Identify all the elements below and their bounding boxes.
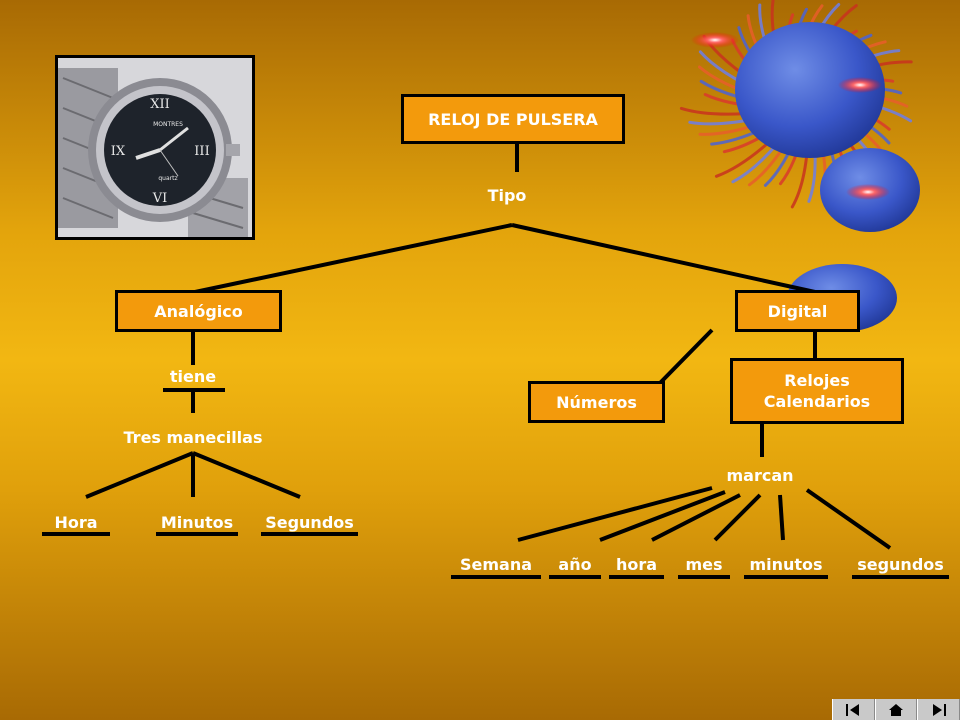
title-box: RELOJ DE PULSERA [401,94,625,144]
title-text: RELOJ DE PULSERA [428,109,598,129]
leaf-semana: Semana [459,555,533,574]
leaf-minutos: Minutos [160,513,234,532]
analogico-label: Analógico [154,301,243,321]
leaf-hora: Hora [54,513,98,532]
tipo-label: Tipo [487,186,527,205]
burst-globe-main [735,22,885,158]
tres-manecillas-label: Tres manecillas [123,428,263,447]
leaf-mes: mes [685,555,723,574]
leaf-minutos-digital: minutos [749,555,823,574]
numeros-label: Números [556,392,637,412]
svg-text:III: III [194,144,209,159]
watch-brand-text: MONTRES [153,121,183,128]
leaf-segundos: Segundos [265,513,354,532]
numeros-box: Números [528,381,665,423]
svg-text:XII: XII [150,97,170,112]
leaf-segundos-digital: segundos [857,555,944,574]
wristwatch-photo: XII III VI IX MONTRES quartz [55,55,255,240]
marcan-label: marcan [726,466,794,485]
analogico-box: Analógico [115,290,282,332]
digital-label: Digital [767,301,828,321]
leaf-ano: año [558,555,592,574]
svg-text:VI: VI [152,191,168,206]
relojes-calendarios-box: Relojes Calendarios [730,358,904,424]
skip-forward-icon[interactable] [917,699,960,720]
slide-navigation [832,699,960,720]
leaf-hora-digital: hora [615,555,658,574]
svg-text:IX: IX [111,144,126,159]
relojes-calendarios-label: Relojes Calendarios [763,371,871,411]
watch-sub-text: quartz [158,175,177,182]
home-icon[interactable] [874,699,918,720]
tiene-label: tiene [169,367,217,386]
digital-box: Digital [735,290,860,332]
skip-back-icon[interactable] [832,699,875,720]
